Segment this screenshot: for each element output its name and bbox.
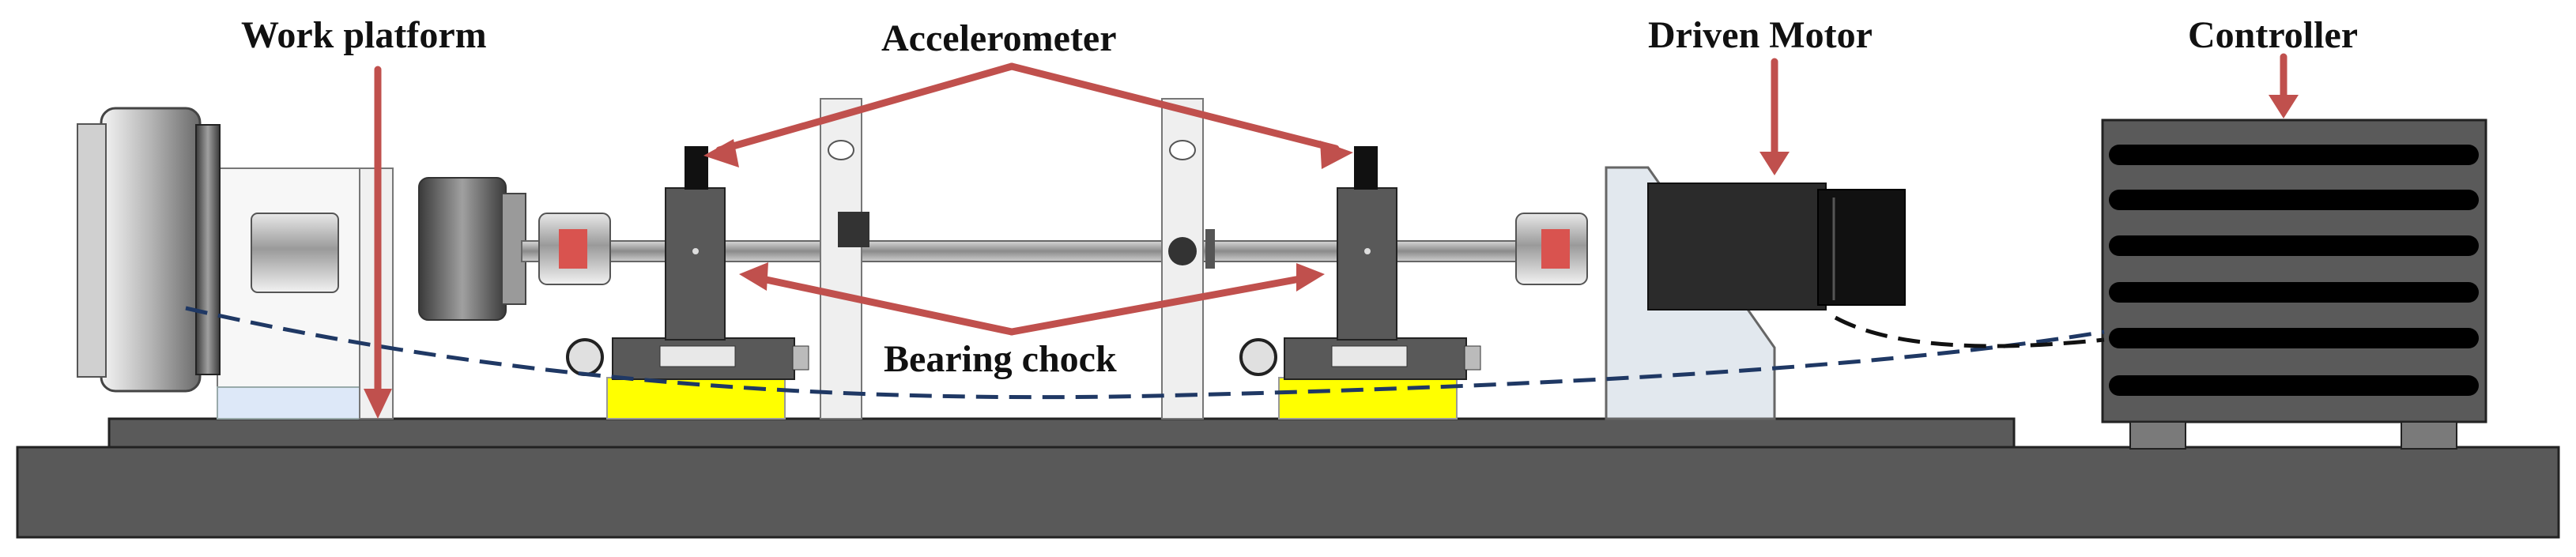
accelerometer-arrow-left bbox=[715, 62, 1016, 154]
controller-box bbox=[2101, 119, 2487, 450]
work-platform-assembly bbox=[77, 107, 526, 420]
bearing-chock-label: Bearing chock bbox=[884, 338, 1117, 380]
right-support-column bbox=[1161, 98, 1215, 420]
left-shaft-coupling bbox=[251, 213, 339, 293]
right-slide-table bbox=[1278, 377, 1458, 420]
flywheel-gear bbox=[195, 124, 221, 375]
driven-motor-label: Driven Motor bbox=[1648, 14, 1873, 56]
rail-plate bbox=[107, 417, 2016, 449]
right-accelerometer bbox=[1354, 146, 1378, 190]
arrow-icon bbox=[364, 95, 2299, 419]
left-coupling bbox=[538, 213, 611, 285]
right-bearing-chock bbox=[1337, 187, 1397, 341]
right-cross-slide bbox=[1239, 337, 1481, 380]
flywheel-hub bbox=[77, 123, 107, 378]
work-platform-label: Work platform bbox=[241, 14, 487, 56]
motor-cable bbox=[1834, 315, 2105, 348]
left-motor-housing bbox=[418, 177, 507, 321]
left-accelerometer bbox=[685, 146, 708, 190]
accelerometer-arrow-right bbox=[1008, 62, 1340, 152]
left-bearing-chock bbox=[665, 187, 726, 341]
flywheel-drum bbox=[100, 107, 202, 393]
left-cross-slide bbox=[566, 337, 809, 380]
left-support-column bbox=[820, 98, 869, 420]
base-plate bbox=[16, 446, 2560, 539]
dashed-cable-icon bbox=[185, 306, 2105, 400]
right-coupling bbox=[1515, 213, 1588, 285]
bearing-arrow-right bbox=[1008, 274, 1308, 336]
left-slide-table bbox=[606, 377, 786, 420]
accelerometer-label: Accelerometer bbox=[881, 17, 1117, 59]
bearing-arrow-left bbox=[755, 274, 1016, 336]
driven-motor bbox=[1647, 183, 1906, 310]
controller-label: Controller bbox=[2188, 14, 2358, 56]
